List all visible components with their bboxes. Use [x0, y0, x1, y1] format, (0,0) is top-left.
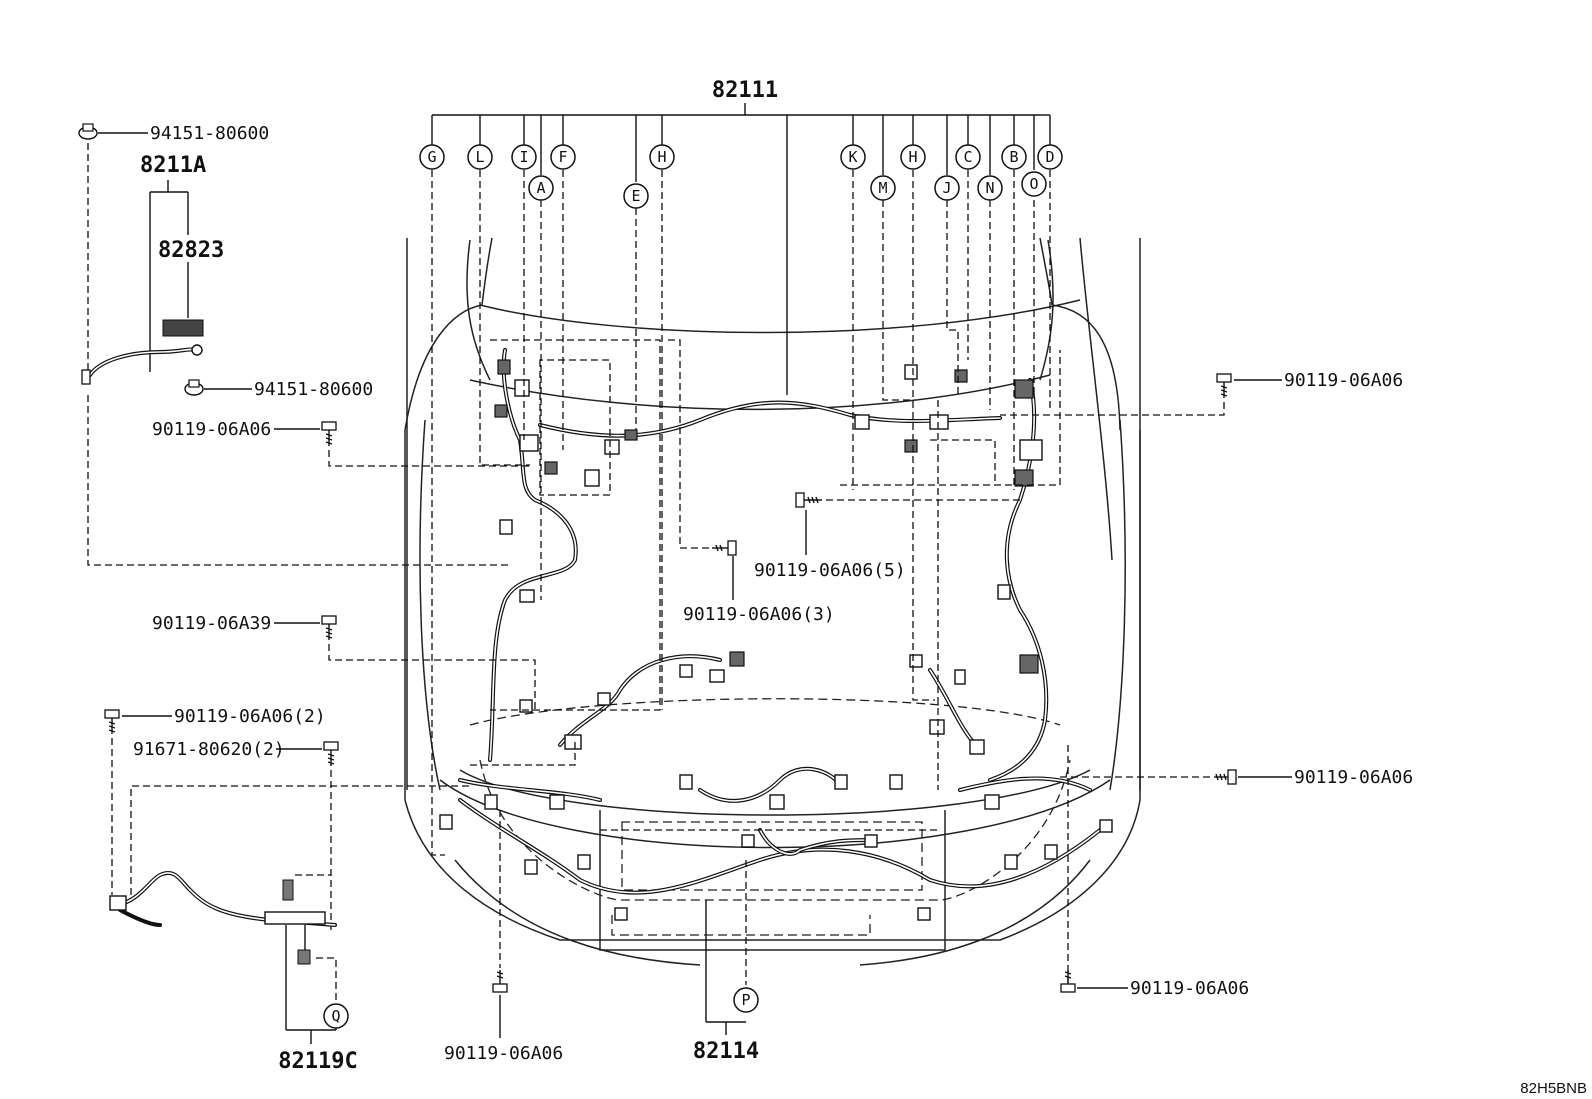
- bolt-icon: [492, 970, 508, 993]
- callout-h-right: H: [900, 144, 926, 170]
- bolt-icon: [712, 540, 737, 556]
- bolt-right-mid: 90119-06A06: [1060, 767, 1413, 788]
- bolt-center-3: 90119-06A06(3): [668, 339, 835, 625]
- bolt-icon: [321, 615, 337, 640]
- bolt-icon: [795, 492, 822, 508]
- sub-assembly-8211a: 94151-80600 8211A 82823 94151-80600: [78, 123, 510, 566]
- ground-wire-icon: [81, 319, 204, 385]
- callout-leader-dashes: [431, 170, 1069, 985]
- svg-text:C: C: [963, 148, 972, 166]
- part-82823-label: 82823: [158, 238, 224, 263]
- bolt-icon: [1214, 769, 1237, 785]
- part-90119-06a06-right-mid: 90119-06A06: [1294, 767, 1413, 788]
- vehicle-body-outline: [404, 237, 1141, 966]
- svg-text:B: B: [1009, 148, 1018, 166]
- callout-p: P: [733, 987, 759, 1013]
- svg-text:I: I: [519, 148, 528, 166]
- svg-text:A: A: [536, 179, 545, 197]
- bolt-icon: [321, 421, 337, 446]
- svg-text:L: L: [475, 148, 484, 166]
- callout-l: L: [467, 144, 493, 170]
- part-90119-06a06-2: 90119-06A06(2): [174, 706, 326, 727]
- svg-text:K: K: [848, 148, 857, 166]
- bolt-right-top: 90119-06A06: [1000, 370, 1403, 416]
- bolt-icon: [323, 741, 339, 766]
- svg-text:N: N: [985, 179, 994, 197]
- svg-text:D: D: [1045, 148, 1054, 166]
- callout-e: E: [623, 183, 649, 209]
- bolt-icon: [1060, 970, 1076, 993]
- part-90119-06a06-5: 90119-06A06(5): [754, 560, 906, 581]
- callout-o: O: [1021, 171, 1047, 197]
- svg-text:F: F: [558, 148, 567, 166]
- bolt-bottom-left: 90119-06A06: [444, 810, 563, 1064]
- main-harness-bracket: 82111: [431, 78, 1051, 395]
- part-82114-label: 82114: [693, 1039, 759, 1064]
- callout-n: N: [977, 175, 1003, 201]
- bolt-right-bottom: 90119-06A06: [1060, 970, 1249, 999]
- callout-circles: G L I A F E H K M H J C N B O D: [419, 144, 1063, 209]
- part-90119-06a39: 90119-06A39: [152, 613, 271, 634]
- svg-text:G: G: [427, 148, 436, 166]
- clip-icon: [184, 379, 204, 396]
- svg-text:M: M: [878, 179, 887, 197]
- part-82119c-label: 82119C: [278, 1049, 357, 1074]
- callout-h-left: H: [649, 144, 675, 170]
- svg-text:O: O: [1029, 175, 1038, 193]
- front-harness-82114: P 82114: [693, 860, 759, 1064]
- callout-b: B: [1001, 144, 1027, 170]
- lower-left-harness-82119c: 90119-06A06(2) 91671-80620(2) Q 82119C: [104, 706, 470, 1074]
- bolt-icon: [104, 709, 120, 734]
- bolt-center-5: 90119-06A06(5): [754, 492, 1020, 581]
- part-82111-label: 82111: [712, 78, 778, 103]
- bolt-icon: [1216, 373, 1232, 398]
- callout-f: F: [550, 144, 576, 170]
- callout-j: J: [934, 175, 960, 201]
- part-90119-06a06-right-bottom: 90119-06A06: [1130, 978, 1249, 999]
- svg-text:H: H: [908, 148, 917, 166]
- part-90119-06a06-left-upper: 90119-06A06: [152, 419, 271, 440]
- part-94151-80600-top: 94151-80600: [150, 123, 269, 144]
- callout-d: D: [1037, 144, 1063, 170]
- dashed-reference-lines: [470, 339, 1061, 831]
- part-91671-80620-2: 91671-80620(2): [133, 739, 285, 760]
- callout-i: I: [511, 144, 537, 170]
- image-code: 82H5BNB: [1520, 1080, 1587, 1097]
- callout-c: C: [955, 144, 981, 170]
- part-90119-06a06-bottom-left: 90119-06A06: [444, 1043, 563, 1064]
- svg-text:P: P: [741, 991, 750, 1009]
- svg-text:J: J: [942, 179, 951, 197]
- clip-icon: [78, 123, 98, 140]
- callout-a: A: [528, 175, 554, 201]
- svg-text:Q: Q: [331, 1007, 340, 1025]
- callout-m: M: [870, 175, 896, 201]
- part-90119-06a06-right-top: 90119-06A06: [1284, 370, 1403, 391]
- part-90119-06a06-3: 90119-06A06(3): [683, 604, 835, 625]
- callout-q: Q: [323, 1003, 349, 1029]
- callout-g: G: [419, 144, 445, 170]
- svg-text:E: E: [631, 187, 640, 205]
- bolt-left-upper: 90119-06A06: [152, 419, 530, 467]
- bolt-left-mid: 90119-06A39: [152, 613, 536, 710]
- part-94151-80600-lower: 94151-80600: [254, 379, 373, 400]
- svg-text:H: H: [657, 148, 666, 166]
- harness-wire-icon: [109, 870, 337, 965]
- callout-k: K: [840, 144, 866, 170]
- part-8211a-label: 8211A: [140, 153, 206, 178]
